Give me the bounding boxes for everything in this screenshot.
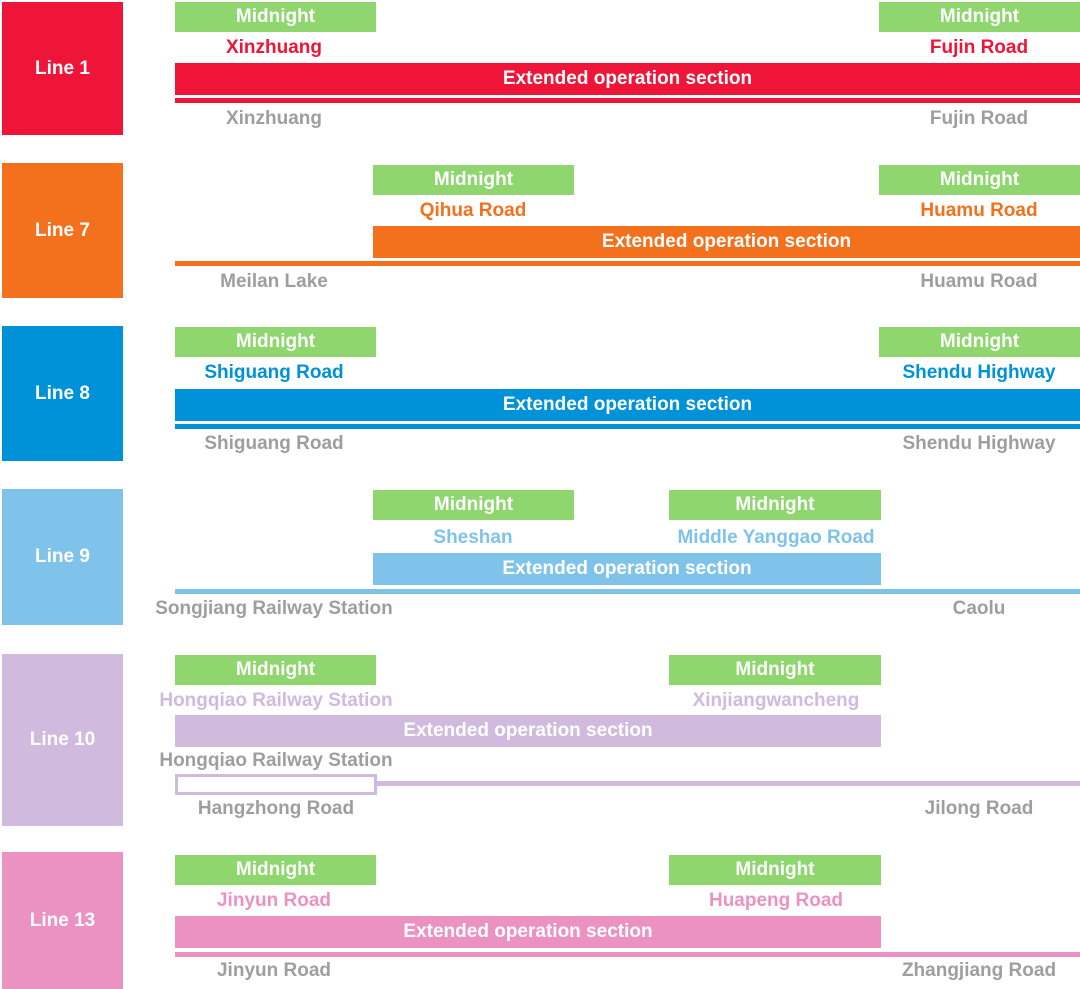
extended-start-station: Hongqiao Railway Station (159, 690, 393, 711)
midnight-tag-end: Midnight (669, 655, 881, 685)
line-8-row: Line 8 Midnight Midnight Shiguang Road S… (0, 326, 1080, 466)
extended-operation-bar: Extended operation section (175, 63, 1080, 95)
extended-end-station: Shendu Highway (902, 362, 1056, 383)
midnight-tag-start: Midnight (373, 490, 574, 520)
normal-end-station: Caolu (952, 598, 1006, 619)
extended-end-station: Huapeng Road (708, 890, 844, 911)
normal-start-station: Shiguang Road (204, 433, 344, 454)
extended-start-station: Jinyun Road (216, 890, 332, 911)
normal-end-station: Shendu Highway (902, 433, 1056, 454)
normal-branch-station: Hongqiao Railway Station (159, 750, 393, 771)
normal-end-station: Fujin Road (929, 108, 1029, 129)
normal-service-line (375, 781, 1080, 786)
normal-start-station: Meilan Lake (220, 271, 328, 292)
extended-start-station: Qihua Road (419, 200, 527, 221)
extended-start-station: Xinzhuang (225, 37, 323, 58)
extended-start-station: Shiguang Road (204, 362, 344, 383)
line-badge: Line 13 (2, 852, 123, 989)
normal-start-station: Songjiang Railway Station (155, 598, 393, 619)
midnight-tag-start: Midnight (175, 855, 376, 885)
extended-operation-bar: Extended operation section (373, 553, 881, 585)
line-badge: Line 10 (2, 654, 123, 826)
normal-start-station: Xinzhuang (225, 108, 323, 129)
extended-operation-bar: Extended operation section (175, 389, 1080, 421)
midnight-tag-end: Midnight (669, 490, 881, 520)
midnight-tag-end: Midnight (669, 855, 881, 885)
extended-end-station: Middle Yanggao Road (677, 527, 875, 548)
midnight-tag-end: Midnight (879, 2, 1080, 32)
normal-service-line (175, 98, 1080, 103)
line-7-row: Line 7 Midnight Midnight Qihua Road Huam… (0, 163, 1080, 303)
line-badge: Line 1 (2, 2, 123, 135)
line-13-row: Line 13 Midnight Midnight Jinyun Road Hu… (0, 852, 1080, 989)
normal-end-station: Jilong Road (924, 798, 1034, 819)
line-9-row: Line 9 Midnight Midnight Sheshan Middle … (0, 489, 1080, 629)
normal-service-line (175, 424, 1080, 429)
normal-service-line (175, 952, 1080, 957)
line-10-row: Line 10 Midnight Midnight Hongqiao Railw… (0, 654, 1080, 834)
midnight-tag-start: Midnight (175, 655, 376, 685)
normal-start-station: Hangzhong Road (197, 798, 355, 819)
extended-end-station: Huamu Road (920, 200, 1038, 221)
midnight-tag-end: Midnight (879, 165, 1080, 195)
line-badge: Line 9 (2, 489, 123, 625)
line-1-row: Line 1 Midnight Midnight Xinzhuang Fujin… (0, 0, 1080, 140)
normal-service-line (175, 261, 1080, 266)
midnight-tag-start: Midnight (373, 165, 574, 195)
midnight-tag-start: Midnight (175, 327, 376, 357)
extended-operation-bar: Extended operation section (373, 226, 1080, 258)
extended-operation-bar: Extended operation section (175, 715, 881, 747)
normal-service-branch-loop (175, 774, 377, 795)
extended-start-station: Sheshan (433, 527, 513, 548)
extended-operation-bar: Extended operation section (175, 916, 881, 948)
extended-end-station: Xinjiangwancheng (692, 690, 860, 711)
extended-end-station: Fujin Road (929, 37, 1029, 58)
normal-service-line (175, 589, 1080, 594)
normal-start-station: Jinyun Road (216, 960, 332, 981)
line-badge: Line 7 (2, 163, 123, 298)
midnight-tag-end: Midnight (879, 327, 1080, 357)
midnight-tag-start: Midnight (175, 2, 376, 32)
normal-end-station: Huamu Road (920, 271, 1038, 292)
line-badge: Line 8 (2, 326, 123, 461)
normal-end-station: Zhangjiang Road (901, 960, 1057, 981)
